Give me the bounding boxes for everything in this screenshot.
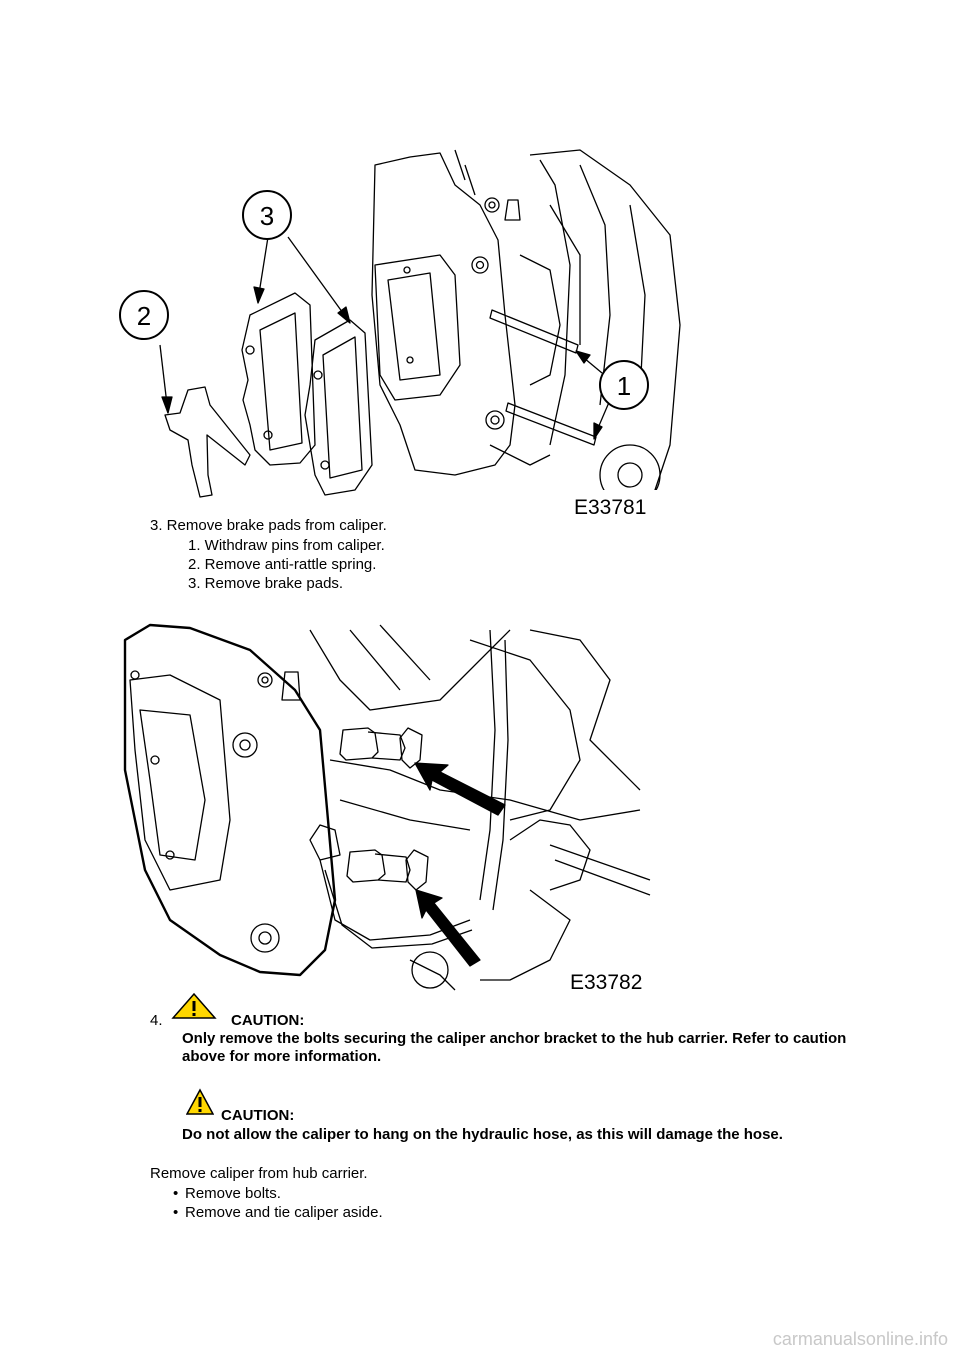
caution-text: Only remove the bolts securing the calip…: [182, 1030, 847, 1047]
brake-pad-drawing: [241, 292, 373, 496]
bullet-icon: •: [173, 1185, 179, 1202]
callout-3: 3: [260, 201, 274, 231]
callout-leaders: [159, 236, 611, 440]
step-3-substep: 2. Remove anti-rattle spring.: [188, 556, 377, 573]
warning-triangle-icon: [171, 992, 217, 1025]
anti-rattle-spring-drawing: [164, 386, 251, 498]
figure-brake-pads: 2 3 1 E33781: [110, 145, 690, 520]
warning-triangle-icon: [185, 1088, 215, 1121]
bullet-text: Remove bolts.: [185, 1185, 281, 1202]
caution-text: above for more information.: [182, 1048, 382, 1065]
caution-label: CAUTION:: [221, 1107, 295, 1124]
arrow-drawing: [414, 762, 506, 967]
hub-carrier-drawing: [309, 624, 651, 991]
step-3-text: 3. Remove brake pads from caliper.: [150, 517, 387, 534]
bullet-text: Remove and tie caliper aside.: [185, 1204, 383, 1221]
list-item: • Remove and tie caliper aside.: [173, 1204, 383, 1221]
caliper-drawing: [123, 623, 473, 977]
step-3-substep: 1. Withdraw pins from caliper.: [188, 537, 385, 554]
figure2-code: E33782: [570, 971, 642, 994]
bullet-icon: •: [173, 1204, 179, 1221]
caution-label: CAUTION:: [231, 1012, 305, 1029]
bolt-drawing: [339, 727, 429, 891]
figure-caliper-bolts: E33782: [110, 620, 655, 995]
list-item: • Remove bolts.: [173, 1185, 281, 1202]
step-4-instruction: Remove caliper from hub carrier.: [150, 1165, 368, 1182]
callout-2: 2: [137, 301, 151, 331]
callout-1: 1: [617, 371, 631, 401]
step-4-number: 4.: [150, 1012, 163, 1029]
step-3-substep: 3. Remove brake pads.: [188, 575, 344, 592]
watermark: carmanualsonline.info: [772, 1329, 948, 1349]
caliper-drawing: [371, 149, 681, 506]
callout-circles: [119, 190, 649, 410]
caution-text: Do not allow the caliper to hang on the …: [182, 1126, 783, 1143]
figure1-code: E33781: [574, 496, 646, 519]
